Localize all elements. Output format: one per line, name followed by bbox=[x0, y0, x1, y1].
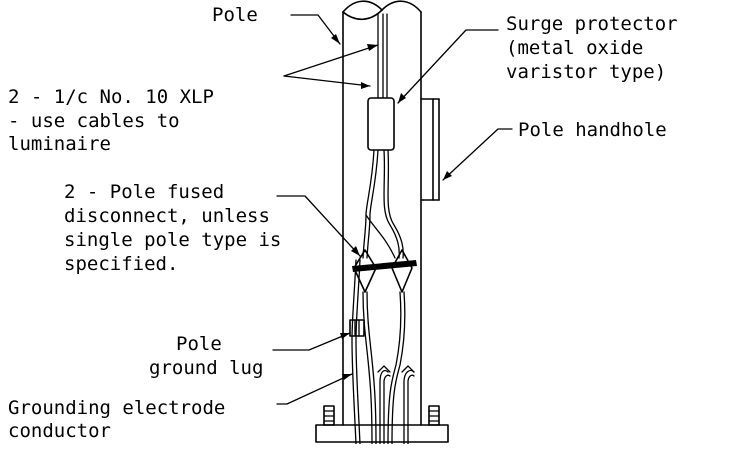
label-electrode-2: conductor bbox=[8, 420, 111, 442]
label-surge-protector-2: (metal oxide bbox=[506, 37, 643, 59]
label-surge-protector-1: Surge protector bbox=[506, 13, 678, 35]
label-fused-disconnect-1: 2 - Pole fused bbox=[64, 181, 224, 203]
pole-handhole bbox=[420, 98, 440, 201]
wiring bbox=[351, 149, 417, 445]
label-surge-protector-3: varistor type) bbox=[506, 61, 666, 83]
label-fused-disconnect-3: single pole type is bbox=[64, 229, 281, 251]
label-pole: Pole bbox=[212, 4, 258, 26]
label-fused-disconnect-4: specified. bbox=[64, 253, 178, 275]
label-ground-lug-2: ground lug bbox=[149, 357, 263, 379]
label-electrode-1: Grounding electrode bbox=[8, 397, 225, 419]
label-cables-3: luminaire bbox=[8, 133, 111, 155]
leaders bbox=[272, 14, 513, 405]
base-plate bbox=[315, 405, 449, 443]
luminaire-cables bbox=[377, 13, 388, 99]
surge-protector bbox=[367, 97, 395, 151]
pole-ground-lug bbox=[349, 319, 365, 337]
label-pole-handhole: Pole handhole bbox=[518, 119, 667, 141]
label-ground-lug-1: Pole bbox=[176, 333, 222, 355]
label-fused-disconnect-2: disconnect, unless bbox=[64, 205, 270, 227]
pole-body bbox=[342, 0, 422, 426]
labels: Pole Surge protector (metal oxide varist… bbox=[8, 4, 678, 442]
label-cables-1: 2 - 1/c No. 10 XLP bbox=[8, 86, 214, 108]
label-cables-2: - use cables to bbox=[8, 110, 180, 132]
